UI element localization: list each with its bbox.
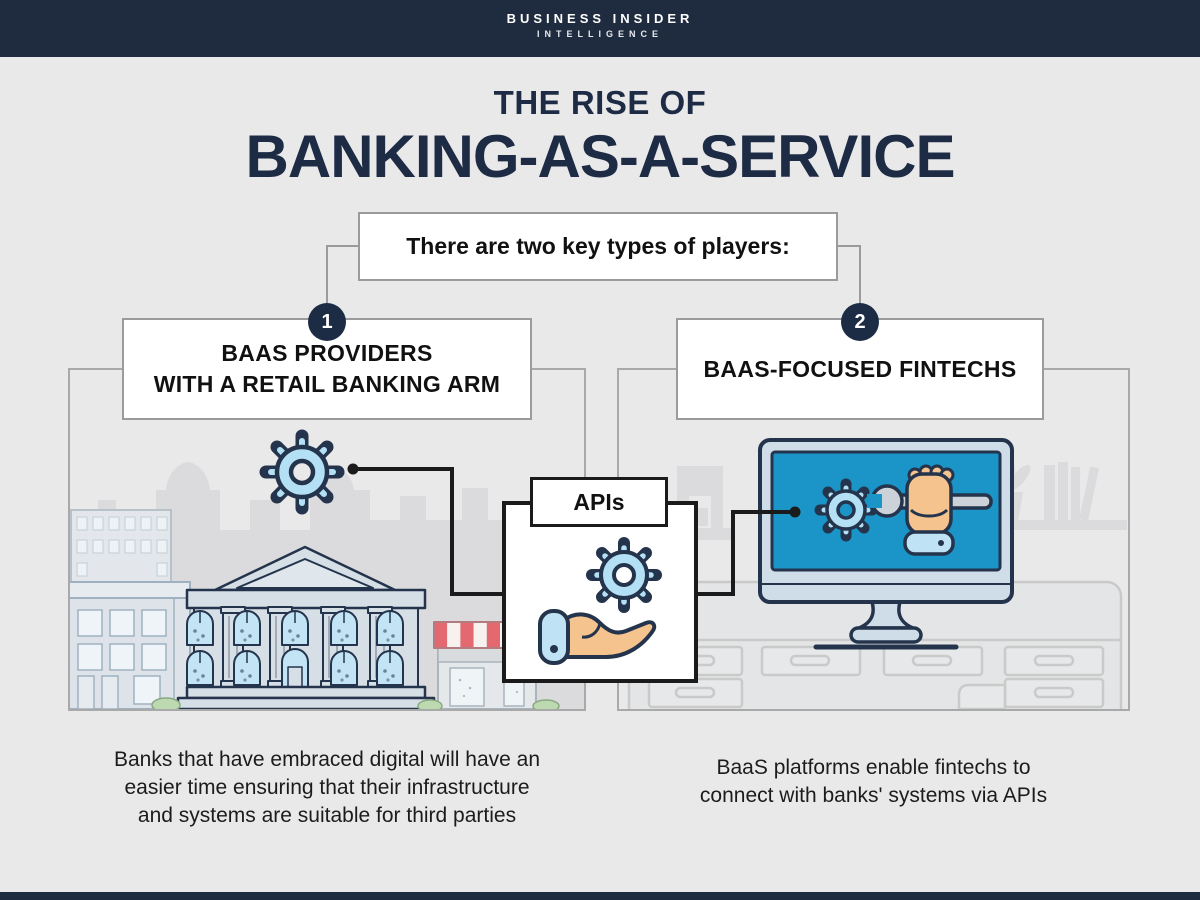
fist-holding-wrench-icon [867,464,993,556]
connector-gray-left-h [327,245,358,247]
player1-title-line1: BAAS PROVIDERS [221,340,433,366]
books-silhouette [1044,462,1100,522]
player1-caption: Banks that have embraced digital will ha… [68,746,586,830]
title-kicker: THE RISE OF [493,84,707,121]
brand-line-1: BUSINESS INSIDER [506,11,694,26]
api-label-text: APIs [573,489,625,515]
player1-illustration-panel [68,368,586,711]
player1-title-line2: WITH A RETAIL BANKING ARM [153,371,501,397]
player1-number-badge: 1 [308,303,346,341]
caption-line: easier time ensuring that their infrastr… [124,776,530,799]
player2-title-line1: BAAS-FOCUSED FINTECHS [703,355,1017,382]
header-bar: BUSINESS INSIDER INTELLIGENCE [0,0,1200,57]
shelf-board-silhouette [959,520,1127,530]
connector-gray-left-v [326,245,328,308]
bushes [151,697,560,709]
open-hand-icon [538,609,657,665]
player2-caption: BaaS platforms enable fintechs to connec… [617,754,1130,810]
caption-line: BaaS platforms enable fintechs to [716,756,1031,779]
page-title: BANKING-AS-A-SERVICE [245,123,956,190]
intro-text: There are two key types of players: [406,233,790,259]
brand-logo: BUSINESS INSIDER INTELLIGENCE [0,11,1200,39]
gear-icon [259,429,345,515]
gear-icon [586,537,662,613]
caption-line: Banks that have embraced digital will ha… [113,748,541,771]
api-label-box: APIs [530,477,668,527]
footer-bar [0,892,1200,900]
hand-offering-gear-icon [538,537,662,665]
caption-line: connect with banks' systems via APIs [699,784,1048,807]
gear-icon [814,478,878,542]
bank-cityscape-illustration [70,429,584,709]
api-box [502,501,698,683]
monitor-icon [758,438,1014,650]
brand-line-2: INTELLIGENCE [536,29,663,39]
intro-box: There are two key types of players: [358,212,838,281]
left-building [70,581,191,709]
player2-number-badge: 2 [841,303,879,341]
caption-line: and systems are suitable for third parti… [137,804,517,827]
connector-gray-right-h [838,245,861,247]
connector-gray-right-v [859,245,861,308]
